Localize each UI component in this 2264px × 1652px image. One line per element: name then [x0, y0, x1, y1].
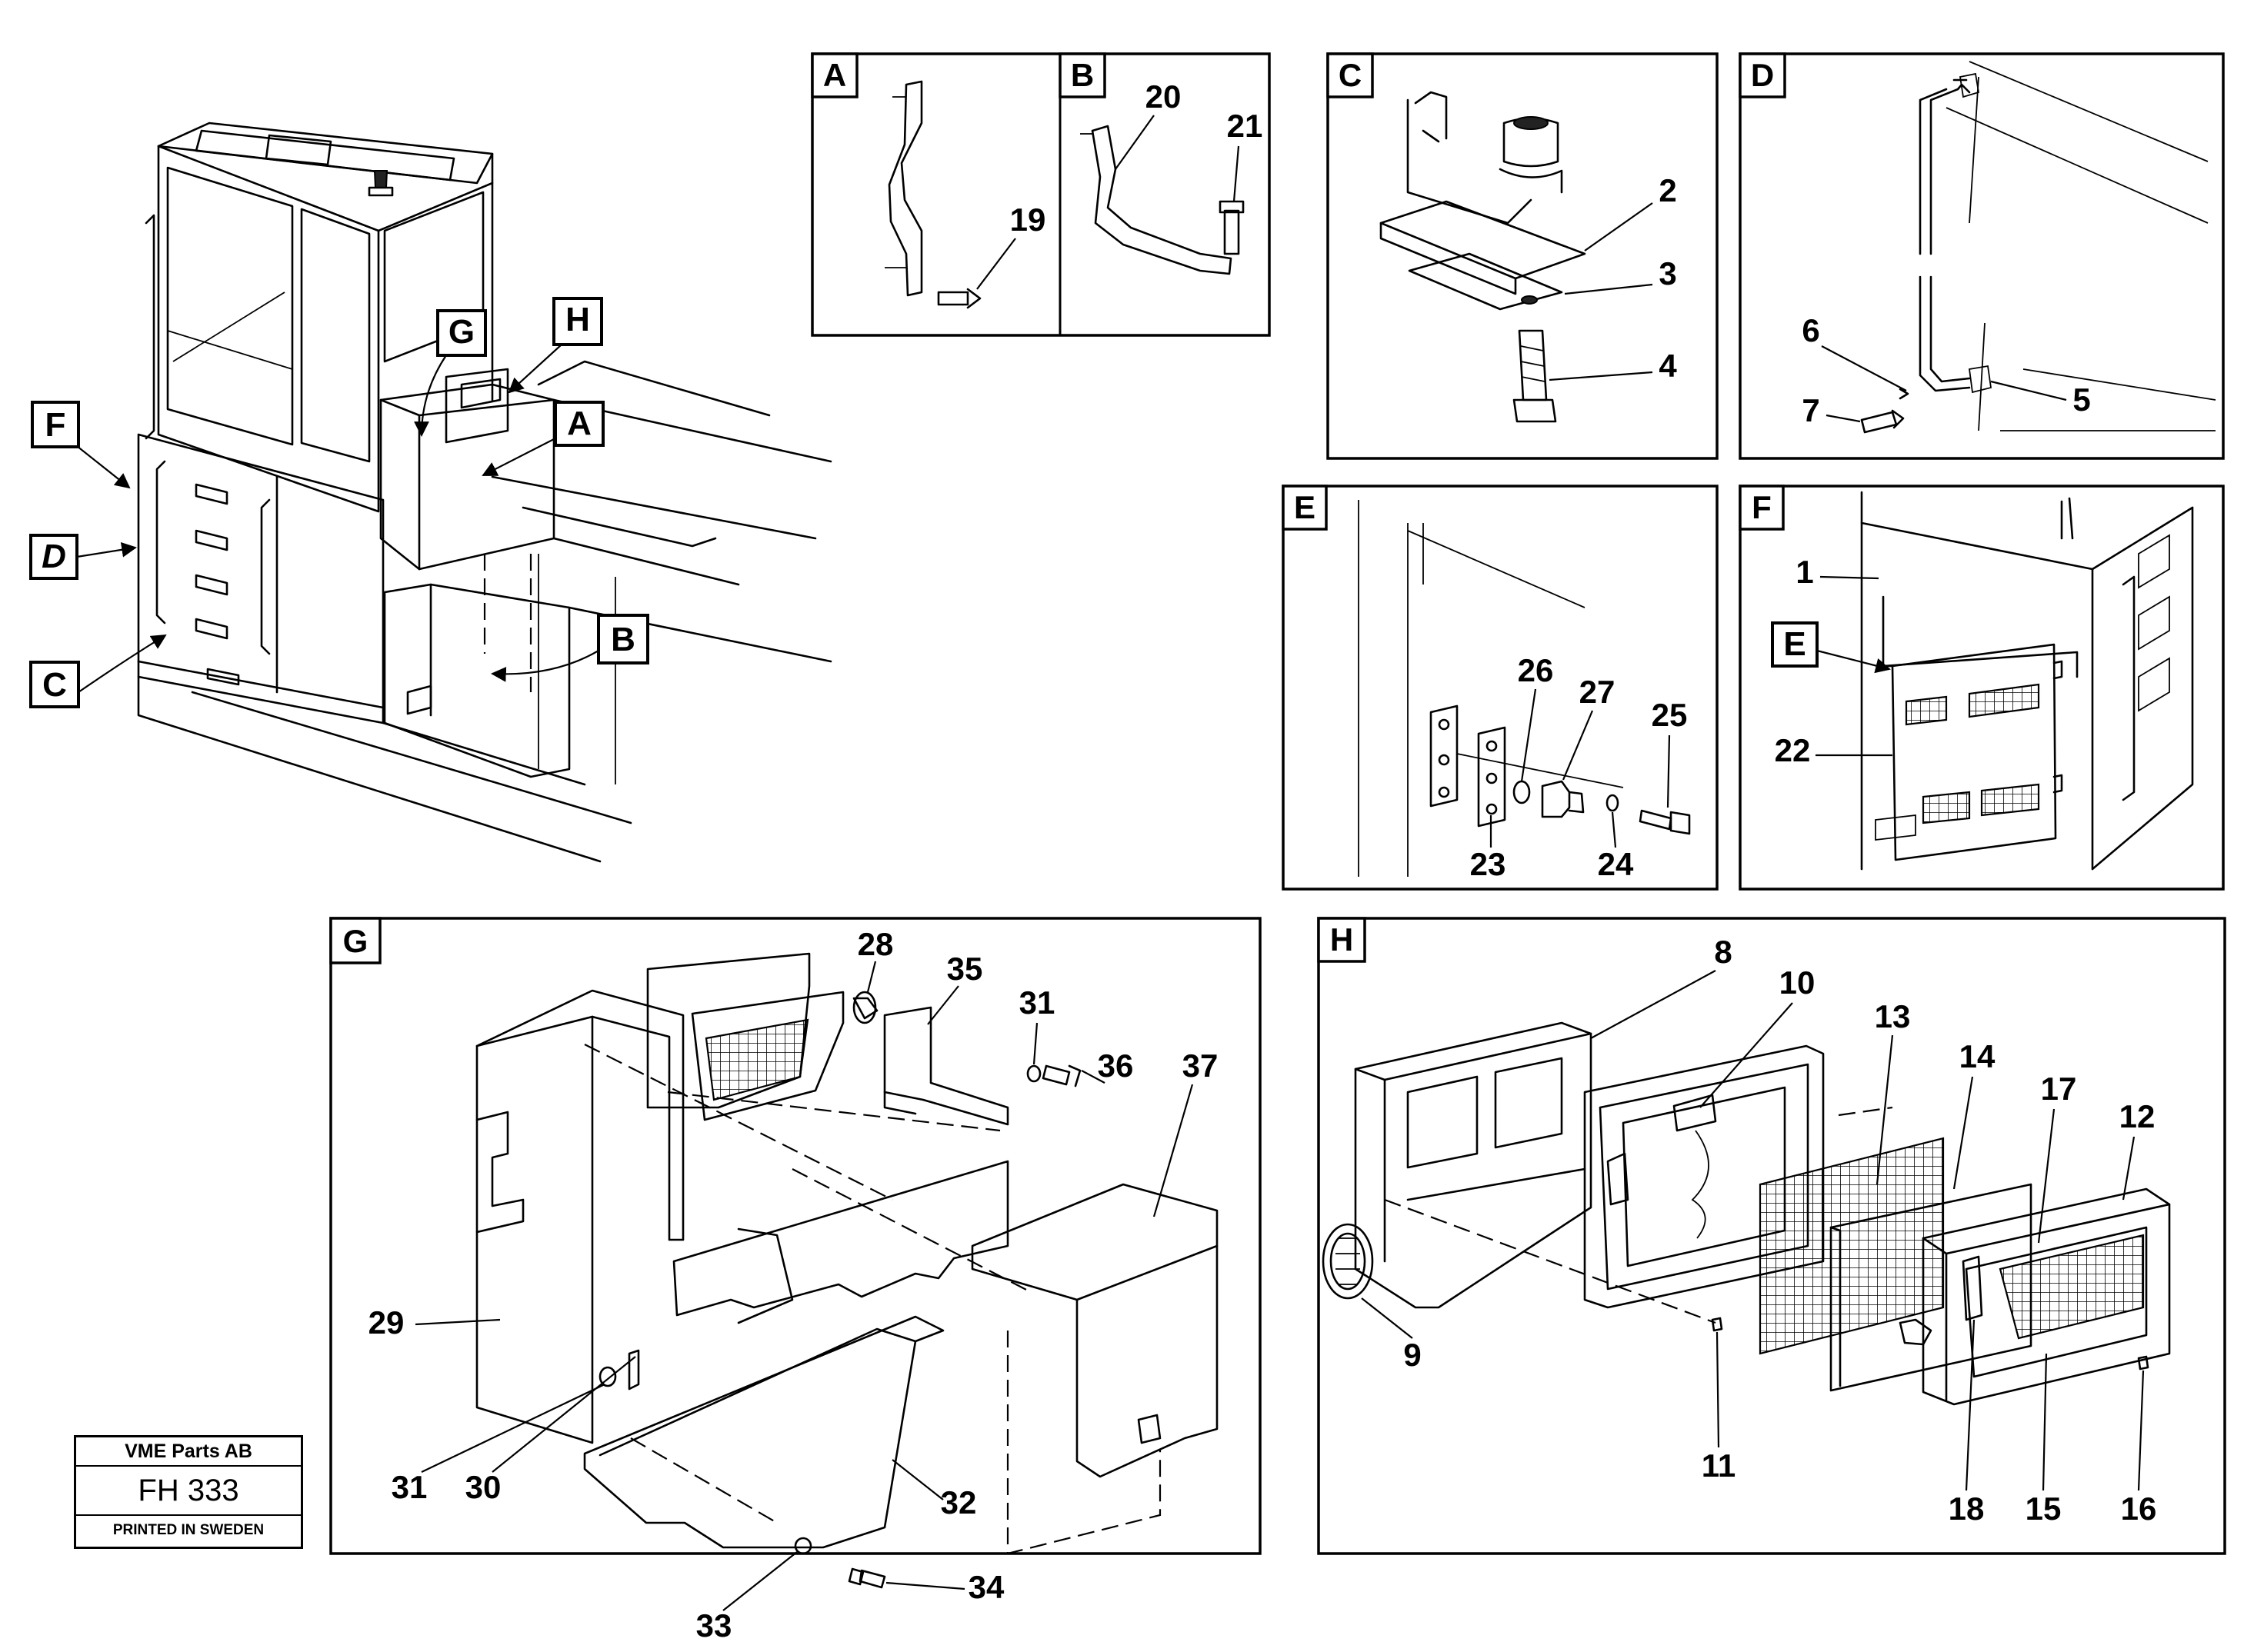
panel-c: C 2 3 4 [1326, 52, 1719, 460]
part-number-label: 19 [1010, 202, 1046, 238]
document-number: FH 333 [76, 1467, 301, 1516]
part-number-label: 10 [1779, 964, 1816, 1001]
callout-B: B [491, 614, 649, 682]
part-number-label: 26 [1518, 652, 1554, 688]
part-number-label: 18 [1949, 1490, 1985, 1527]
part-number-label: 25 [1652, 697, 1688, 733]
part-number-label: 16 [2121, 1490, 2157, 1527]
part-number-label: 22 [1775, 732, 1811, 768]
part-number-label: 13 [1875, 998, 1911, 1034]
printed-in-note: PRINTED IN SWEDEN [112, 1522, 265, 1538]
callout-C: C [29, 634, 167, 708]
part-number-label: 3 [1659, 255, 1676, 291]
part-number-label: 33 [696, 1607, 732, 1644]
callout-letter-label: D [1751, 57, 1774, 93]
callout-F: F [31, 401, 131, 489]
callout-letter-label: G [343, 923, 368, 959]
part-number-label: 5 [2072, 381, 2090, 418]
callout-letter-label: H [1330, 921, 1353, 958]
part-number-label: 36 [1098, 1047, 1134, 1084]
callout-letter-label: C [1339, 57, 1362, 93]
part-number-label: 35 [947, 951, 983, 987]
part-number-label: 27 [1579, 674, 1615, 710]
callout-A: A [482, 401, 605, 476]
callout-H: H [508, 297, 603, 394]
panel-h: H 8 10 [1317, 917, 2226, 1555]
part-number-label: 12 [2119, 1098, 2156, 1134]
callout-D: D [29, 534, 137, 580]
callout-letter-label: H [565, 301, 590, 338]
part-number-label: 1 [1796, 554, 1813, 590]
part-number-label: 24 [1598, 846, 1634, 882]
part-number-label: 29 [368, 1304, 405, 1341]
callout-letter-label: B [611, 621, 635, 658]
part-number-label: 6 [1802, 312, 1819, 348]
callout-letter-label: E [1294, 489, 1315, 525]
callout-letter-label: B [1071, 57, 1094, 93]
part-number-label: 30 [465, 1469, 502, 1505]
callout-letter-label: C [42, 666, 67, 704]
part-number-label: 7 [1802, 392, 1819, 428]
main-callouts: F D C G H A B [29, 297, 649, 708]
panel-e: E 26 27 25 23 24 [1282, 485, 1719, 891]
callout-letter-label: A [823, 57, 846, 93]
callout-letter-label: A [567, 405, 592, 442]
title-stamp: VME Parts AB FH 333 PRINTED IN SWEDEN [74, 1435, 303, 1549]
panel-f: F E 1 22 [1739, 485, 2225, 891]
part-number-label: 20 [1145, 78, 1182, 115]
part-number-label: 31 [1019, 984, 1055, 1021]
part-number-label: 23 [1470, 846, 1506, 882]
callout-G: G [414, 309, 487, 437]
part-number-label: 31 [392, 1469, 428, 1505]
part-number-label: 2 [1659, 172, 1676, 208]
part-number-label: 14 [1959, 1038, 1996, 1074]
part-number-label: 32 [941, 1484, 977, 1520]
part-number-label: 9 [1403, 1337, 1421, 1373]
callout-letter-label: F [1752, 489, 1772, 525]
part-number-label: 4 [1659, 348, 1677, 384]
part-number-label: 17 [2041, 1071, 2077, 1107]
part-number-label: 11 [1702, 1447, 1736, 1484]
callout-letter-label: D [42, 538, 66, 575]
part-number-label: 37 [1182, 1047, 1219, 1084]
machine-overview [137, 122, 832, 863]
part-number-label: 21 [1227, 108, 1263, 144]
callout-letter-label: F [45, 406, 66, 444]
part-number-label: 34 [969, 1569, 1005, 1605]
panel-ab: A B 19 20 21 [811, 52, 1271, 337]
callout-letter-label: E [1783, 625, 1806, 663]
panel-g: G 28 [329, 917, 1262, 1644]
part-number-label: 8 [1714, 934, 1732, 970]
part-number-label: 28 [858, 926, 894, 962]
panel-d: D 6 7 5 [1739, 52, 2225, 460]
callout-letter-label: G [448, 313, 475, 351]
part-number-label: 15 [2026, 1490, 2062, 1527]
company-name: VME Parts AB [76, 1437, 301, 1467]
